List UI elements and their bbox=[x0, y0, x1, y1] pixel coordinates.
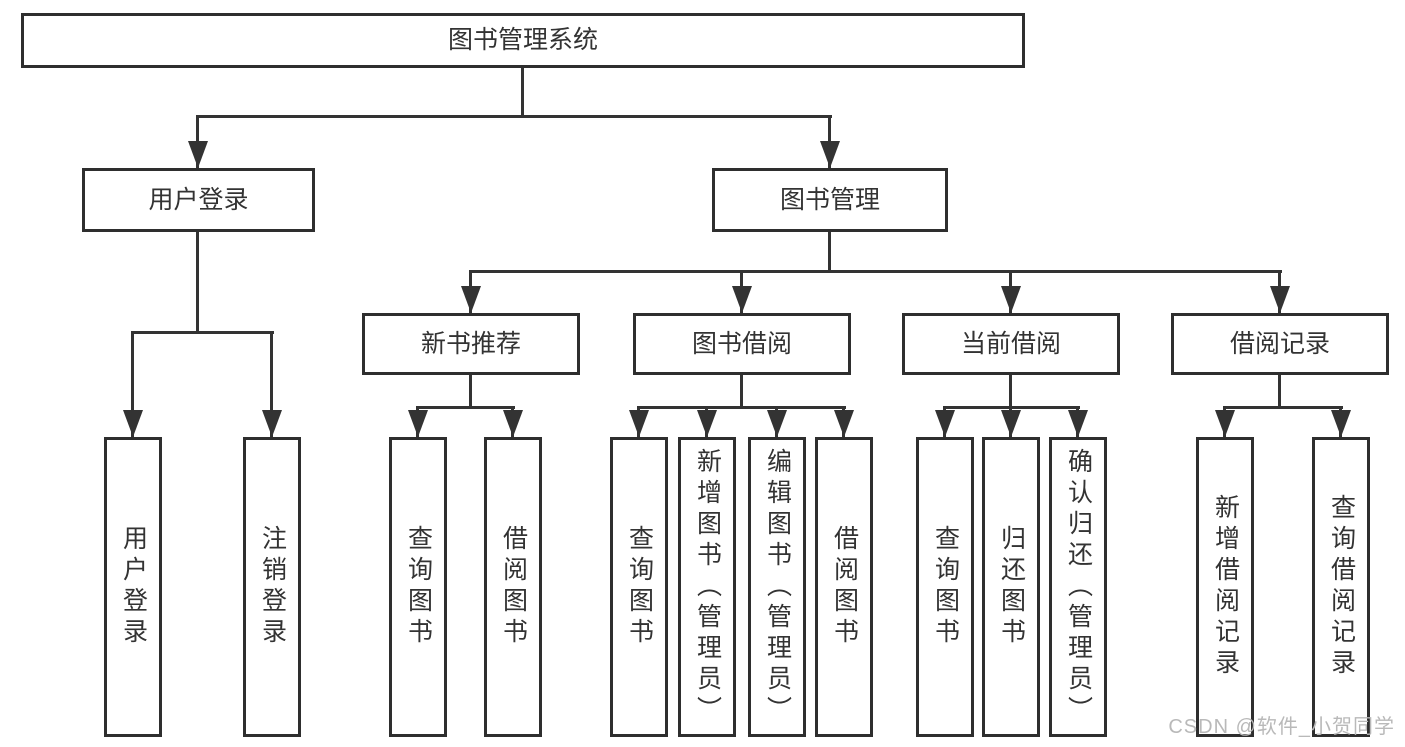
leaf-br-add-record: 新增借阅记录 bbox=[1196, 437, 1254, 737]
leaf-label: 借阅图书 bbox=[830, 525, 859, 649]
leaf-label: 确认归还（管理员） bbox=[1064, 447, 1093, 727]
leaf-bb-edit-books-admin: 编辑图书（管理员） bbox=[748, 437, 806, 737]
leaf-cb-query-books: 查询图书 bbox=[916, 437, 974, 737]
arrow-down-icon bbox=[834, 410, 854, 437]
arrow-down-icon bbox=[1001, 286, 1021, 313]
node-label: 图书借阅 bbox=[691, 329, 792, 358]
arrow-down-icon bbox=[935, 410, 955, 437]
arrow-down-icon bbox=[503, 410, 523, 437]
arrow-down-icon bbox=[767, 410, 787, 437]
arrow-down-icon bbox=[1331, 410, 1351, 437]
node-library-management-system: 图书管理系统 bbox=[21, 13, 1025, 68]
arrow-down-icon bbox=[820, 141, 840, 168]
leaf-cb-confirm-return-admin: 确认归还（管理员） bbox=[1049, 437, 1107, 737]
connector-line bbox=[196, 232, 199, 333]
leaf-logout: 注销登录 bbox=[243, 437, 301, 737]
leaf-user-login: 用户登录 bbox=[104, 437, 162, 737]
connector-line bbox=[469, 270, 1282, 273]
connector-line bbox=[416, 406, 515, 409]
node-label: 图书管理 bbox=[779, 185, 880, 214]
leaf-br-query-record: 查询借阅记录 bbox=[1312, 437, 1370, 737]
leaf-bb-borrow-books: 借阅图书 bbox=[815, 437, 873, 737]
node-label: 借阅记录 bbox=[1229, 329, 1330, 358]
leaf-bb-query-books: 查询图书 bbox=[610, 437, 668, 737]
leaf-label: 查询借阅记录 bbox=[1327, 494, 1356, 680]
arrow-down-icon bbox=[1270, 286, 1290, 313]
arrow-down-icon bbox=[697, 410, 717, 437]
leaf-label: 查询图书 bbox=[625, 525, 654, 649]
node-borrow-records: 借阅记录 bbox=[1171, 313, 1389, 375]
connector-line bbox=[1278, 375, 1281, 408]
node-label: 当前借阅 bbox=[960, 329, 1061, 358]
connector-line bbox=[637, 406, 846, 409]
connector-line bbox=[131, 333, 134, 437]
connector-line bbox=[196, 115, 832, 118]
arrow-down-icon bbox=[262, 410, 282, 437]
arrow-down-icon bbox=[1215, 410, 1235, 437]
leaf-label: 查询图书 bbox=[931, 525, 960, 649]
arrow-down-icon bbox=[629, 410, 649, 437]
arrow-down-icon bbox=[732, 286, 752, 313]
leaf-label: 新增借阅记录 bbox=[1211, 494, 1240, 680]
connector-line bbox=[740, 375, 743, 408]
node-label: 图书管理系统 bbox=[447, 26, 598, 54]
arrow-down-icon bbox=[188, 141, 208, 168]
connector-line bbox=[131, 331, 274, 334]
node-new-book-recommend: 新书推荐 bbox=[362, 313, 580, 375]
connector-line bbox=[469, 375, 472, 408]
node-label: 用户登录 bbox=[148, 185, 249, 214]
leaf-label: 注销登录 bbox=[258, 525, 287, 649]
connector-line bbox=[1223, 406, 1343, 409]
node-label: 新书推荐 bbox=[420, 329, 521, 358]
leaf-cb-return-books: 归还图书 bbox=[982, 437, 1040, 737]
connector-line bbox=[943, 406, 1080, 409]
arrow-down-icon bbox=[1068, 410, 1088, 437]
leaf-label: 查询图书 bbox=[404, 525, 433, 649]
leaf-label: 归还图书 bbox=[997, 525, 1026, 649]
arrow-down-icon bbox=[408, 410, 428, 437]
arrow-down-icon bbox=[1001, 410, 1021, 437]
arrow-down-icon bbox=[123, 410, 143, 437]
node-book-management: 图书管理 bbox=[712, 168, 948, 232]
leaf-label: 借阅图书 bbox=[499, 525, 528, 649]
leaf-label: 新增图书（管理员） bbox=[693, 447, 722, 727]
node-user-login: 用户登录 bbox=[82, 168, 315, 232]
watermark-csdn: CSDN @软件_小贺同学 bbox=[1168, 716, 1395, 738]
leaf-label: 编辑图书（管理员） bbox=[763, 447, 792, 727]
node-current-borrow: 当前借阅 bbox=[902, 313, 1120, 375]
connector-line bbox=[828, 232, 831, 272]
leaf-nb-borrow-books: 借阅图书 bbox=[484, 437, 542, 737]
leaf-label: 用户登录 bbox=[119, 525, 148, 649]
connector-line bbox=[521, 68, 524, 117]
connector-line bbox=[270, 333, 273, 437]
arrow-down-icon bbox=[461, 286, 481, 313]
leaf-bb-add-books-admin: 新增图书（管理员） bbox=[678, 437, 736, 737]
leaf-nb-query-books: 查询图书 bbox=[389, 437, 447, 737]
connector-line bbox=[1009, 375, 1012, 408]
node-book-borrow: 图书借阅 bbox=[633, 313, 851, 375]
